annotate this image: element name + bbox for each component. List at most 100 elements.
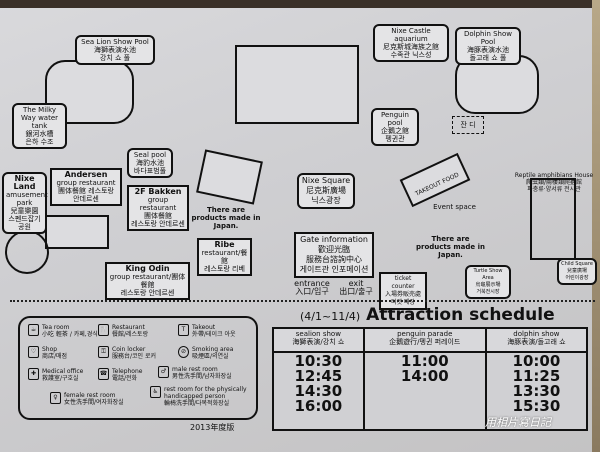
label-zh: 海豹水池 <box>136 159 164 167</box>
reptile-house-building <box>530 178 576 260</box>
male-icon: ♂ <box>158 366 169 378</box>
legend-en: Coin locker <box>112 346 146 353</box>
label-zh: 歡迎光臨 <box>318 245 350 254</box>
divider <box>10 300 595 302</box>
header-en: sealion show <box>295 330 341 338</box>
time: 12:45 <box>294 367 343 385</box>
label-en: exit <box>348 279 364 288</box>
label-sub: 入口/입구 <box>295 287 329 296</box>
label-zh: 尼克斯廣場 <box>306 186 346 195</box>
legend-en: Medical office <box>42 368 84 375</box>
legend-en: Telephone <box>112 368 143 375</box>
legend-item-accessible-restroom: ♿rest room for the physically handicappe… <box>150 386 256 407</box>
legend-en: Smoking area <box>192 346 234 353</box>
label-ko: 어린이광장 <box>565 275 589 281</box>
legend-en: female rest room <box>64 392 116 399</box>
key-icon: ⚿ <box>98 346 109 358</box>
label-en: Gate information <box>300 235 368 244</box>
label-zh: 尼克斯城海族之館 <box>383 43 439 51</box>
smoking-icon: ⊘ <box>178 346 189 358</box>
time: 15:30 <box>512 397 561 415</box>
label-ko: 은하 수조 <box>25 138 54 146</box>
schedule-period: (4/1~11/4) <box>300 310 361 323</box>
legend-local: 餐館/레스토랑 <box>112 331 149 338</box>
label-en: ticket counter <box>391 275 415 290</box>
label-en: Turtle Show Area <box>473 268 503 281</box>
label-ko: 레스토랑 안데르센 <box>131 220 185 228</box>
products-note-left: There are products made in Japan. <box>191 206 261 230</box>
label-ko: 닉스광장 <box>311 196 341 205</box>
label-sub: group restaurant <box>56 179 116 187</box>
time: 14:00 <box>400 367 449 385</box>
wheelchair-icon: ♿ <box>150 386 161 398</box>
time: 14:30 <box>294 382 343 400</box>
label-en: Penguin pool <box>381 111 409 127</box>
legend-local: 救護室/구호실 <box>42 375 79 382</box>
takeout-building <box>399 152 471 208</box>
label-zh: 烏龜展示場 <box>475 282 501 288</box>
legend-en: Shop <box>42 346 58 353</box>
label-en: Sea Lion Show Pool <box>81 38 149 46</box>
label-en: Seal pool <box>133 151 167 159</box>
nixe-castle-building <box>235 45 359 124</box>
label-sub: group restaurant <box>139 196 177 212</box>
label-en: Dolphin Show Pool <box>464 30 512 46</box>
time: 13:30 <box>512 382 561 400</box>
event-space-label: Event space <box>433 203 476 211</box>
label-ko: 수족관 닉스성 <box>390 51 432 59</box>
legend-local: 外帶/테이크 아웃 <box>192 331 236 338</box>
time: 16:00 <box>294 397 343 415</box>
label-zh: 團体餐館 <box>58 187 86 195</box>
time: 11:25 <box>512 367 561 385</box>
cup-icon: ☕ <box>28 324 39 336</box>
schedule-title-text: Attraction schedule <box>366 305 555 325</box>
header-local: 海豚表演/돌고래 쇼 <box>507 338 566 346</box>
telephone-icon: ☎ <box>98 368 109 380</box>
label-ko: 바다표범풀 <box>133 167 167 175</box>
header-en: dolphin show <box>513 330 560 338</box>
label-zh: 兒童廣場 <box>566 268 587 274</box>
label-en: Reptile amphibians House <box>514 172 594 179</box>
legend-local: 輪椅洗手間/다목적화장실 <box>164 400 230 407</box>
label-zh: 銀河水槽 <box>25 130 54 138</box>
label-zh: 兒童樂園 <box>10 207 39 215</box>
label-en: The Milky Way water tank <box>20 106 59 130</box>
legend-local: 服務台/코인 로커 <box>112 353 157 360</box>
floor-badge: 2F <box>134 187 146 196</box>
label-ko: 티켓 매장 <box>391 299 415 306</box>
label-en: Nixe Castle aquarium <box>391 27 431 43</box>
schedule-title: (4/1~11/4) Attraction schedule <box>300 305 555 325</box>
takeout-icon: T <box>178 324 189 336</box>
label-sub: group restaurant/團体餐館 <box>109 273 186 289</box>
label-en: King Odin <box>125 264 170 273</box>
